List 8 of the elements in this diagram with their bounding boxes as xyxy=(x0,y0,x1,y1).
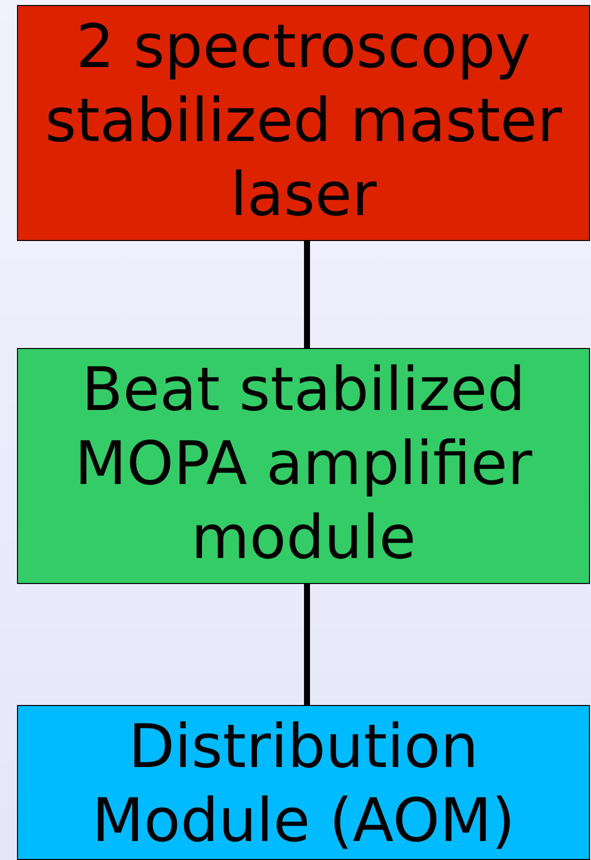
box-label: 2 spectroscopy stabilized master laser xyxy=(44,11,563,232)
process-box xyxy=(17,5,590,241)
connector-line xyxy=(304,241,310,348)
box-label: Distribution Module (AOM) xyxy=(90,711,516,858)
process-box xyxy=(17,348,590,584)
connector-line xyxy=(304,584,310,705)
box-label: Beat stabilized MOPA amplifier module xyxy=(74,354,534,575)
process-box xyxy=(17,705,590,860)
